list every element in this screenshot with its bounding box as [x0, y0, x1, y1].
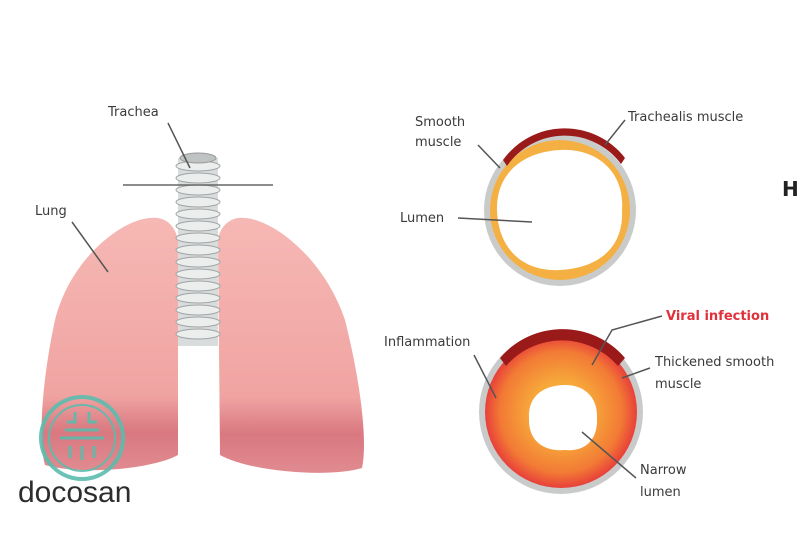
lung-label: Lung — [35, 204, 67, 219]
trachea-ring — [175, 244, 221, 256]
trachea-ring — [175, 196, 221, 208]
viral-infection-label: Viral infection — [666, 309, 769, 324]
smooth-muscle-label: Smooth — [415, 115, 465, 130]
trachea-ring — [175, 208, 221, 220]
brand-name: docosan — [18, 476, 132, 509]
trachea-ring — [175, 316, 221, 328]
trachealis-muscle-label: Trachealis muscle — [627, 110, 743, 125]
inflammation-label: Inflammation — [384, 335, 470, 350]
left-lung — [41, 217, 178, 471]
normal-airway-cross-section — [484, 128, 636, 286]
trachea-ring — [175, 184, 221, 196]
cut-off-heading: H — [782, 177, 799, 201]
inflamed-airway-cross-section — [479, 329, 643, 494]
trachea-label: Trachea — [107, 105, 159, 120]
narrow-lumen-label-2: lumen — [640, 485, 681, 500]
docosan-logo-icon — [39, 395, 125, 481]
trachea-ring — [175, 172, 221, 184]
trachea-ring — [175, 232, 221, 244]
trachea-ring — [175, 304, 221, 316]
trachea-ring — [175, 292, 221, 304]
trachea-ring — [175, 256, 221, 268]
narrow-lumen-label: Narrow — [640, 463, 687, 478]
trachea-ring — [175, 280, 221, 292]
thickened-smooth-muscle-label-2: muscle — [655, 377, 701, 392]
trachea-ring — [175, 328, 221, 340]
trachea-ring — [175, 268, 221, 280]
thickened-smooth-muscle-label: Thickened smooth — [654, 355, 774, 370]
trachea — [175, 152, 221, 346]
smooth-muscle-label-2: muscle — [415, 135, 461, 150]
right-lung — [218, 217, 365, 473]
trachea-ring — [175, 220, 221, 232]
lumen-label: Lumen — [400, 211, 444, 226]
